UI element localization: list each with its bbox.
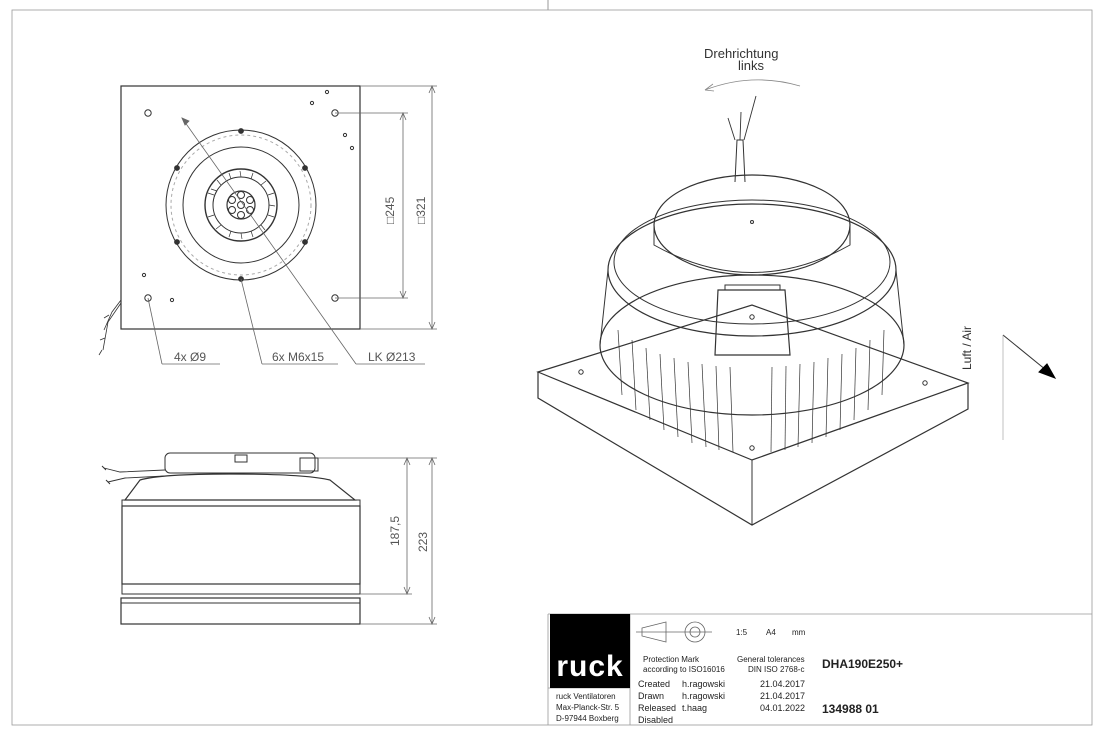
title-block-frame [547,613,1092,725]
drawn-date: 21.04.2017 [760,691,806,701]
sheet-border [11,9,1093,726]
created-date: 21.04.2017 [760,679,806,689]
dim-outer-square: □321 [414,196,428,224]
drawn-label: Drawn [638,691,665,701]
tolerances-1: General tolerances [737,655,805,664]
scale: 1:5 [736,628,748,637]
rotation-label-1: Drehrichtung [704,46,779,61]
released-label: Released [638,703,677,713]
drawing-number: 134988 01 [822,702,879,716]
format: A4 [766,628,776,637]
isometric-view [536,79,970,526]
dim-threads: 6x M6x15 [272,350,325,364]
product-name: DHA190E250+ [822,657,904,671]
dim-inner-square: □245 [383,196,397,224]
protection-mark-1: Protection Mark [643,655,700,664]
dim-height-inner: 187,5 [388,515,402,546]
unit: mm [792,628,806,637]
airflow-arrow [1002,334,1057,440]
dim-bolt-circle: LK Ø213 [368,350,416,364]
created-label: Created [638,679,671,689]
protection-mark-2: according to ISO16016 [643,665,725,674]
company-line-3: D-97944 Boxberg [556,714,619,723]
company-line-1: ruck Ventilatoren [556,692,616,701]
created-by: h.ragowski [682,679,726,689]
airflow-label: Luft / Air [960,325,974,370]
disabled-label: Disabled [638,715,674,725]
rotation-label-2: links [738,58,765,73]
tolerances-2: DIN ISO 2768-c [748,665,805,674]
company-line-2: Max-Planck-Str. 5 [556,703,620,712]
released-date: 04.01.2022 [760,703,806,713]
side-view [101,452,437,626]
released-by: t.haag [682,703,708,713]
ruck-logo: ruck [550,614,630,688]
dim-holes: 4x Ø9 [174,350,207,364]
drawn-by: h.ragowski [682,691,726,701]
top-view [98,84,437,365]
dim-height-outer: 223 [416,531,430,552]
